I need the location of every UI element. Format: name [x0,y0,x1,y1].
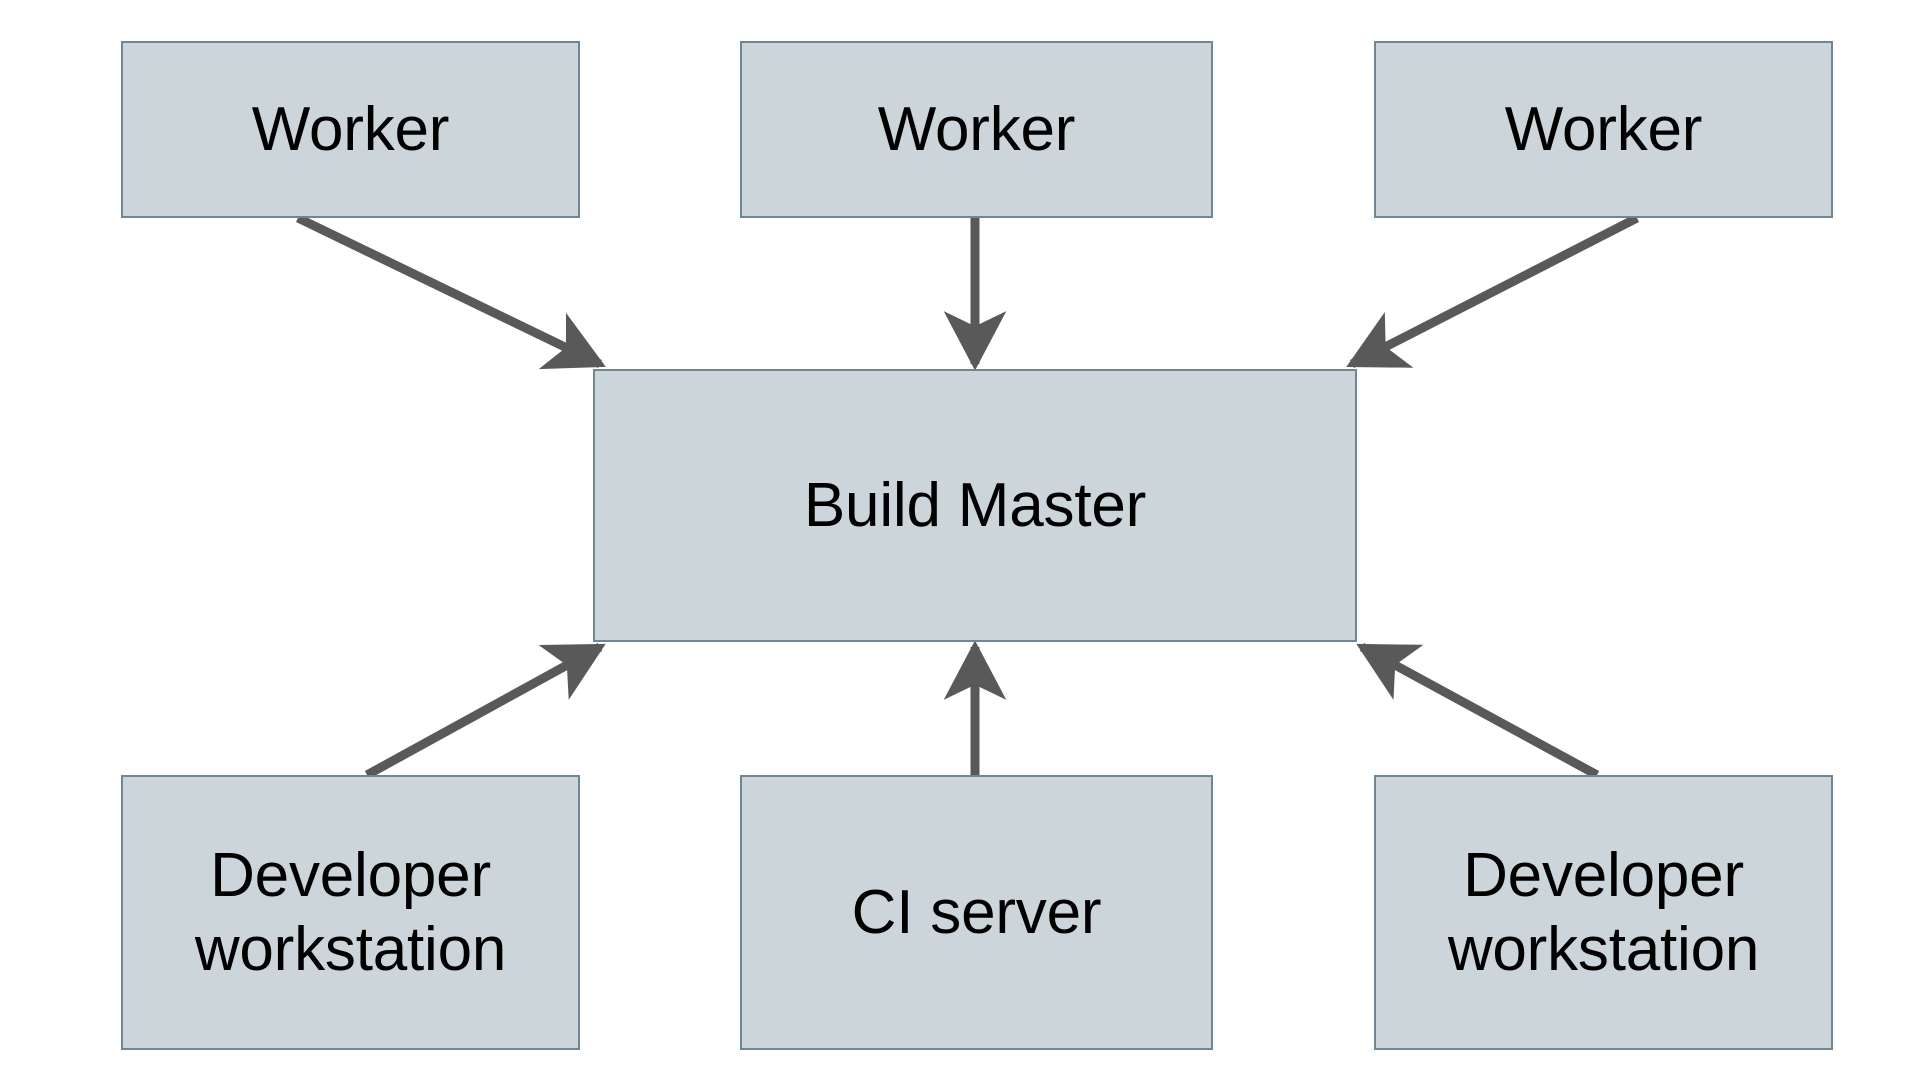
node-developer-workstation-2[interactable]: Developer workstation [1374,775,1833,1050]
edge-dev-ws-2-to-build-master [1356,643,1600,779]
node-worker-1[interactable]: Worker [121,41,580,218]
edge-dev-ws-1-to-build-master [364,643,606,779]
node-worker-2[interactable]: Worker [740,41,1213,218]
node-developer-workstation-1[interactable]: Developer workstation [121,775,580,1050]
edge-worker-1-to-build-master [296,213,606,370]
node-build-master[interactable]: Build Master [593,369,1357,642]
node-ci-server[interactable]: CI server [740,775,1213,1050]
node-worker-3[interactable]: Worker [1374,41,1833,218]
edge-worker-3-to-build-master [1346,213,1640,369]
